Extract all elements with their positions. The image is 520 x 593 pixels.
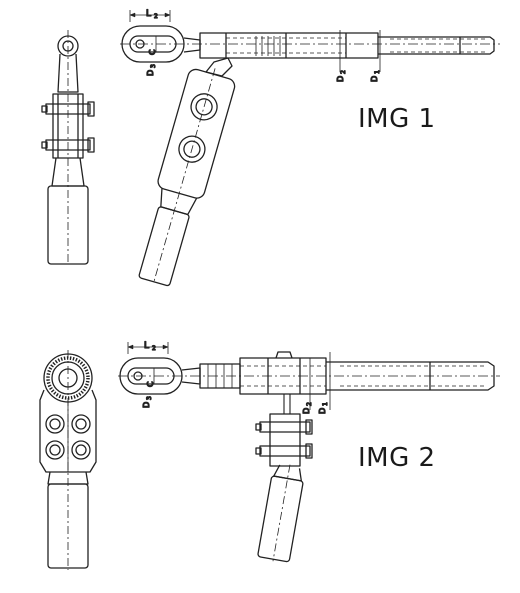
svg-text:2: 2 [154, 13, 158, 20]
svg-text:L: L [144, 341, 149, 351]
svg-text:D: D [336, 76, 345, 82]
figure-1: L 2 C D 3 D 2 D 1 [41, 8, 500, 287]
svg-text:1: 1 [322, 402, 329, 406]
fig1-main-view: L 2 C D 3 D 2 D 1 [120, 8, 500, 287]
svg-text:1: 1 [374, 70, 381, 74]
svg-text:D: D [302, 408, 311, 414]
fig2-main-view: L 2 C D 3 D 2 D 1 [118, 340, 500, 563]
fig2-front-view [39, 350, 97, 570]
svg-text:2: 2 [306, 402, 313, 406]
svg-text:D: D [370, 76, 379, 82]
figure-2-caption: IMG 2 [358, 443, 436, 473]
svg-text:D: D [146, 70, 155, 76]
svg-text:C: C [146, 381, 155, 387]
svg-text:3: 3 [150, 64, 157, 68]
svg-text:3: 3 [146, 396, 153, 400]
figure-1-caption: IMG 1 [358, 104, 436, 134]
svg-text:2: 2 [340, 70, 347, 74]
svg-text:L: L [146, 9, 151, 19]
svg-text:C: C [148, 49, 157, 55]
fig1-side-view [41, 30, 95, 265]
svg-text:D: D [142, 402, 151, 408]
svg-text:D: D [318, 408, 327, 414]
svg-text:2: 2 [152, 345, 156, 352]
figure-2: L 2 C D 3 D 2 D 1 [39, 340, 500, 570]
